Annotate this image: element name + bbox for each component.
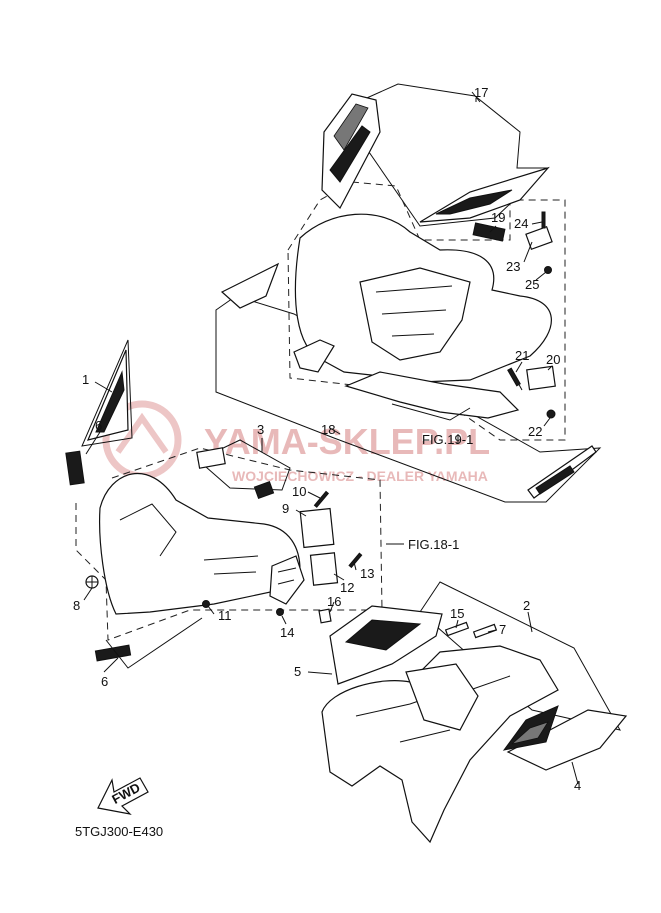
tail-lower-panel [344,371,520,419]
label-3: 3 [257,422,264,437]
nut-14 [276,608,284,616]
side-cover-main [321,645,559,844]
fig-18-reference: FIG.18-1 [408,537,459,552]
fwd-arrow: FWD [97,777,149,815]
front-fender-group [65,339,383,669]
label-14: 14 [280,625,294,640]
label-25: 25 [525,277,539,292]
bolt-24 [541,211,546,229]
plate-20 [526,365,556,391]
label-1: 1 [82,372,89,387]
label-23: 23 [506,259,520,274]
label-10: 10 [292,484,306,499]
bolt-10 [313,490,330,508]
label-16: 16 [327,594,341,609]
side-flap-left [220,262,280,309]
label-15: 15 [450,606,464,621]
label-20: 20 [546,352,560,367]
tab-3 [253,480,275,500]
bolt-13 [348,552,363,569]
clip-16 [318,608,332,624]
label-24: 24 [514,216,528,231]
side-cover-recess [405,663,479,731]
plate-23 [525,225,553,251]
plate-12 [309,552,339,586]
fig-19-reference: FIG.19-1 [422,432,473,447]
label-11: 11 [218,608,232,623]
label-8: 8 [73,598,80,613]
label-5: 5 [294,664,301,679]
emblem-19 [472,222,506,242]
nut-11 [202,600,210,608]
label-7: 7 [499,622,506,637]
decal-4 [506,709,628,771]
part-1-decal-outline [81,339,133,447]
label-12: 12 [340,580,354,595]
part-3-outline [197,439,291,491]
emblem-6-lower [94,644,132,662]
label-17: 17 [474,85,488,100]
label-19: 19 [491,210,505,225]
part-labels: 17 1 2 3 4 5 6 6 7 8 9 10 11 12 13 14 15… [73,85,581,839]
label-6-lower: 6 [101,674,108,689]
label-22: 22 [528,424,542,439]
label-13: 13 [360,566,374,581]
label-4: 4 [574,778,581,793]
front-cowl [99,473,301,615]
rear-bracket [293,339,335,373]
decal-1 [86,349,129,441]
strip-7 [472,623,498,639]
nut-25 [544,266,552,274]
plate-9 [299,507,335,549]
bolt-21 [507,367,521,387]
side-cover-group [321,581,628,844]
diagram-code: 5TGJ300-E430 [75,824,163,839]
label-6-upper: 6 [95,418,102,433]
label-21: 21 [515,348,529,363]
watermark-main: YAMA-SKLEP.PL [204,421,490,462]
fwd-arrow-icon [97,777,149,815]
label-18: 18 [321,422,335,437]
leader-lines [83,91,579,785]
part-17-outline [339,83,550,227]
part-6-guide [105,617,203,669]
rear-fender-group [215,83,602,503]
plate-3 [196,447,226,469]
part-18-outline [215,295,602,503]
nut-22 [546,409,556,419]
emblem-6-upper [65,450,85,486]
label-9: 9 [282,501,289,516]
label-2: 2 [523,598,530,613]
